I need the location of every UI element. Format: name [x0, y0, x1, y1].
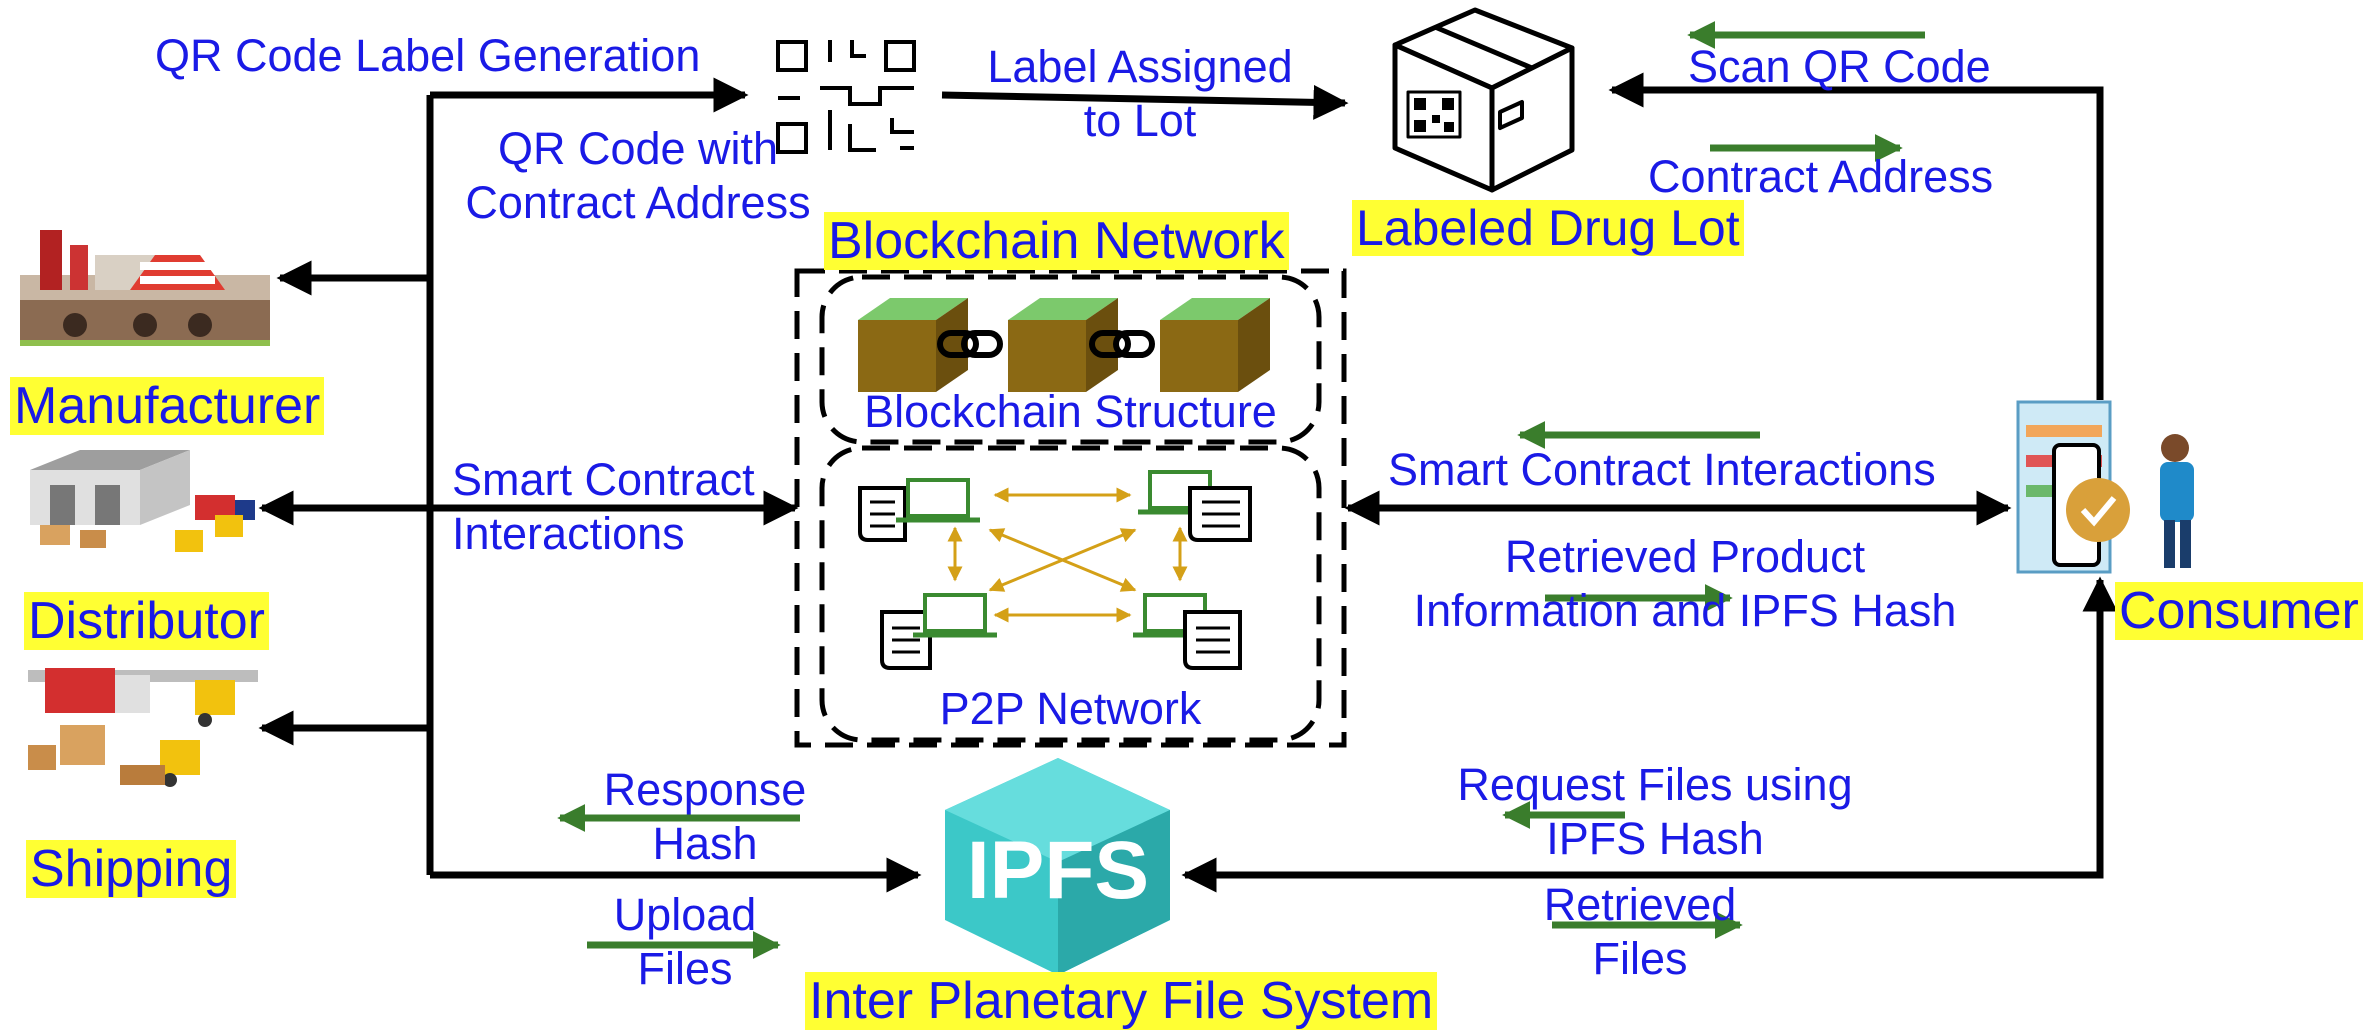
block-3: [1160, 298, 1270, 392]
request-files-line2: IPFS Hash: [1546, 813, 1764, 864]
label-assigned-label: Label Assigned to Lot: [960, 40, 1320, 148]
blockchain-structure-box: [819, 274, 1322, 445]
distributor-text: Distributor: [24, 592, 269, 650]
contract-address-label: Contract Address: [1648, 151, 1994, 202]
retrieved-info-line2: Information and IPFS Hash: [1413, 585, 1957, 636]
sc-right-label: Smart Contract Interactions: [1388, 444, 1936, 495]
sc-left-label: Smart Contract Interactions: [452, 453, 755, 561]
block-2: [1008, 298, 1118, 392]
consumer-text: Consumer: [2115, 582, 2363, 640]
response-hash-line1: Response: [603, 764, 807, 815]
retrieved-info-label: Retrieved Product Information and IPFS H…: [1385, 530, 1985, 638]
qr-contract-label: QR Code with Contract Address: [448, 122, 828, 230]
shipping-text: Shipping: [26, 840, 237, 898]
factory-icon: [20, 230, 270, 346]
retrieved-info-line1: Retrieved Product: [1504, 531, 1866, 582]
blockchain-structure-label: Blockchain Structure: [864, 386, 1277, 437]
flow-arrows: [258, 72, 2118, 893]
response-hash-line2: Hash: [652, 818, 758, 869]
warehouse-icon: [30, 450, 255, 552]
blockchain-network-text: Blockchain Network: [824, 212, 1289, 270]
label-assigned-line2: to Lot: [1083, 95, 1197, 146]
p2p-node-top-left: [858, 478, 980, 542]
direction-arrows: [557, 20, 1925, 959]
sc-left-line1: Smart Contract: [452, 454, 755, 505]
upload-files-line1: Upload: [613, 889, 757, 940]
p2p-network-label: P2P Network: [939, 683, 1202, 734]
upload-files-label: Upload Files: [560, 888, 810, 996]
blockchain-network-boundary: [794, 268, 1347, 748]
manufacturer-text: Manufacturer: [10, 377, 325, 435]
ipfs-logo-icon: IPFS: [945, 758, 1170, 975]
chain-link-icon: [937, 330, 1155, 358]
arrow-label-assigned: [941, 84, 1349, 120]
p2p-node-bottom-right: [1133, 593, 1242, 670]
request-files-line1: Request Files using: [1457, 759, 1853, 810]
upload-files-line2: Files: [637, 943, 733, 994]
arrow-scan-qr: [1608, 72, 2104, 400]
ipfs-logo-text: IPFS: [967, 825, 1149, 916]
manufacturer-title: Manufacturer: [10, 375, 325, 437]
consumer-title: Consumer: [2115, 580, 2363, 642]
block-1: [858, 298, 968, 392]
labeled-drug-lot-text: Labeled Drug Lot: [1352, 200, 1744, 256]
ipfs-title: Inter Planetary File System: [805, 970, 1438, 1032]
p2p-links: [947, 487, 1188, 623]
shipping-icon: [28, 668, 258, 787]
blockchain-network-title: Blockchain Network: [824, 210, 1289, 272]
retrieved-files-line1: Retrieved: [1543, 879, 1737, 930]
scan-qr-label: Scan QR Code: [1688, 41, 1991, 92]
response-hash-label: Response Hash: [560, 763, 850, 871]
consumer-icon: [2016, 400, 2194, 574]
p2p-node-bottom-left: [880, 593, 997, 670]
labeled-drug-lot-title: Labeled Drug Lot: [1352, 198, 1744, 258]
ipfs-title-text: Inter Planetary File System: [805, 972, 1438, 1030]
request-files-label: Request Files using IPFS Hash: [1405, 758, 1905, 866]
shipping-title: Shipping: [26, 838, 237, 900]
arrow-consumer-ipfs: [1181, 576, 2118, 893]
sc-left-line2: Interactions: [452, 508, 685, 559]
qr-generation-label: QR Code Label Generation: [155, 30, 701, 81]
distributor-title: Distributor: [24, 590, 269, 652]
qr-contract-label-line1: QR Code with: [497, 123, 779, 174]
retrieved-files-line2: Files: [1592, 933, 1688, 984]
label-assigned-line1: Label Assigned: [987, 41, 1293, 92]
qr-code-icon: [776, 40, 916, 154]
p2p-node-top-right: [1138, 470, 1252, 542]
retrieved-files-label: Retrieved Files: [1500, 878, 1780, 986]
drug-box-icon: [1392, 7, 1575, 193]
qr-contract-label-line2: Contract Address: [465, 177, 811, 228]
